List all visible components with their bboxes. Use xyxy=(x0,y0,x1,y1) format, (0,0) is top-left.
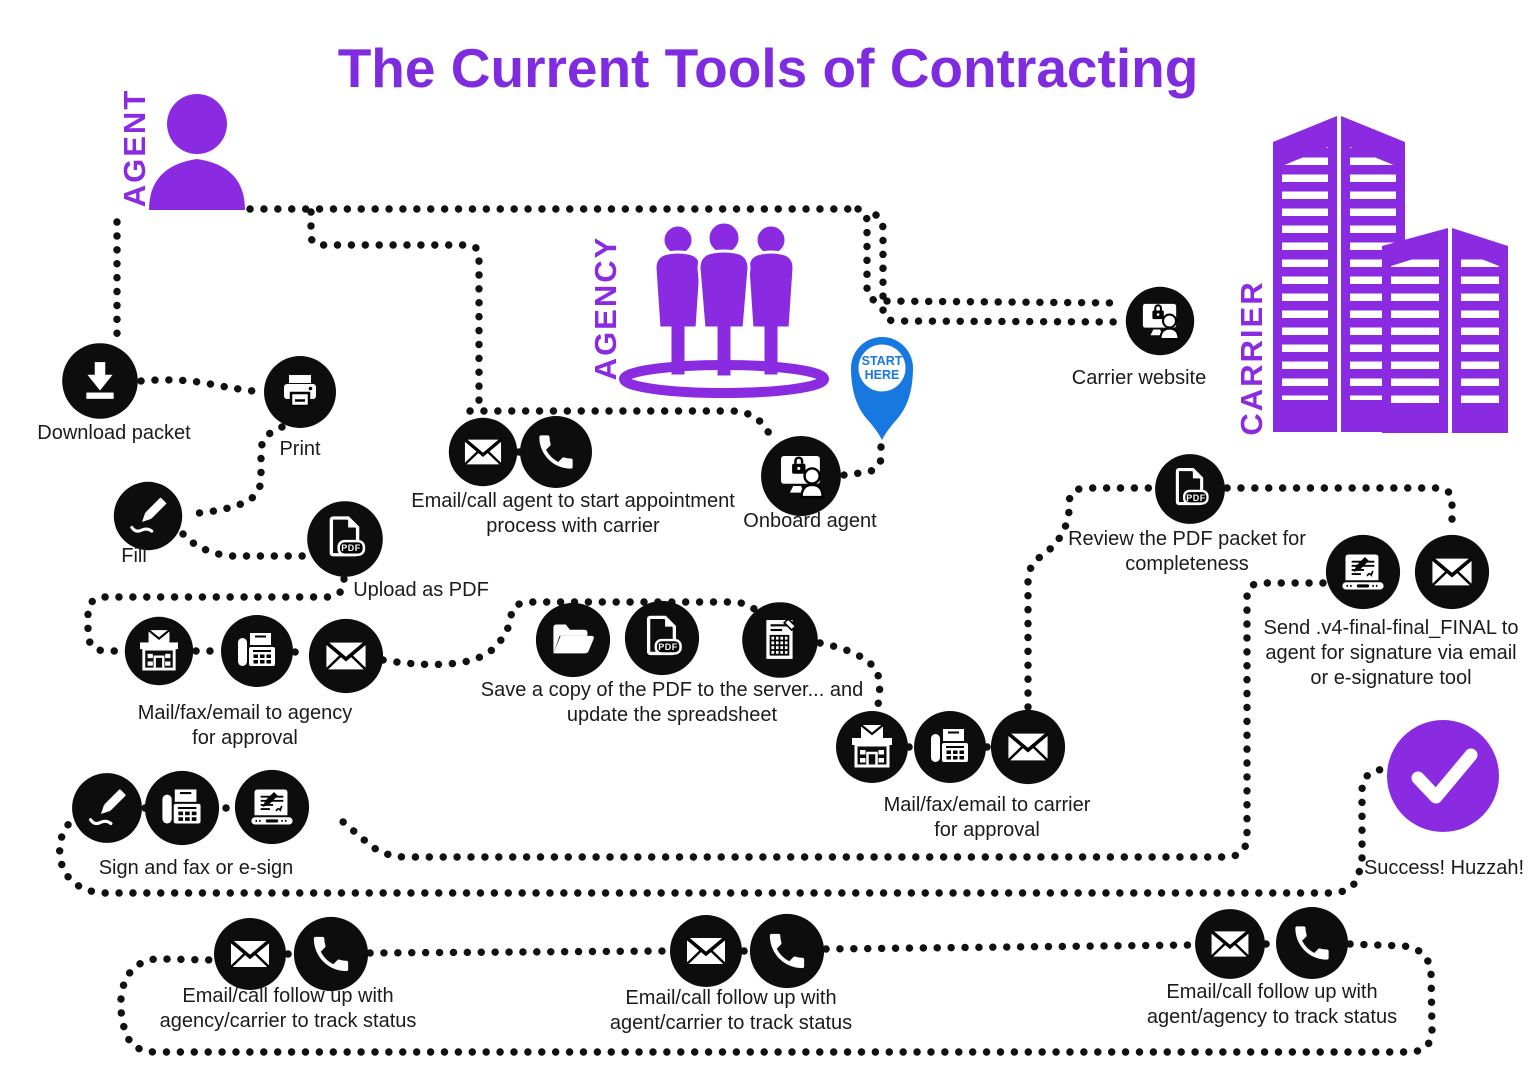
step-label-success: Success! Huzzah! xyxy=(1363,857,1525,879)
pdf-badge-label: PDF xyxy=(341,543,361,553)
post-office-icon xyxy=(124,616,194,686)
step-label-mail-carrier: Mail/fax/email to carrier for approval xyxy=(883,794,1091,841)
step-label-send-final: Send .v4-final-final_FINAL to agent for … xyxy=(1263,617,1519,689)
phone-icon xyxy=(520,416,592,488)
download-icon xyxy=(62,343,138,419)
step-label-carrier-website: Carrier website xyxy=(1071,367,1207,389)
step-label-download: Download packet xyxy=(37,422,191,444)
fax-icon xyxy=(221,615,293,687)
path-mail-agency-connector-2 xyxy=(291,648,311,657)
path-follow2-to-follow3 xyxy=(822,941,1197,953)
path-to-carrier-website-back xyxy=(872,211,1127,326)
step-label-print: Print xyxy=(279,438,321,460)
pdf-badge-label: PDF xyxy=(658,642,678,652)
esign-laptop-icon xyxy=(234,769,310,845)
review-pdf-icon xyxy=(1155,454,1225,524)
path-envelope-to-save-copy xyxy=(379,598,765,669)
phone-icon xyxy=(749,913,825,989)
success-check-icon xyxy=(1387,720,1499,832)
path-fill-to-upload xyxy=(179,530,309,560)
path-email-call-agent-to-onboard xyxy=(466,407,778,445)
path-print-to-fill xyxy=(182,423,286,518)
folder-icon xyxy=(535,602,611,678)
carrier-label: CARRIER xyxy=(1234,280,1269,436)
envelope-icon xyxy=(990,709,1066,785)
printer-icon xyxy=(264,356,336,428)
agency-figure xyxy=(619,220,829,398)
step-label-upload: Upload as PDF xyxy=(353,579,489,601)
path-download-to-print xyxy=(137,376,265,396)
path-pin-to-onboard xyxy=(840,443,885,479)
fax-icon xyxy=(144,770,220,846)
step-label-save-copy: Save a copy of the PDF to the server... … xyxy=(480,679,864,726)
step-label-fill: Fill xyxy=(121,545,147,567)
agency-label: AGENCY xyxy=(588,235,623,381)
path-sheet-to-mail-carrier xyxy=(816,639,884,710)
step-label-email-call-agent: Email/call agent to start appointment pr… xyxy=(411,490,735,537)
phone-icon xyxy=(293,916,369,992)
fax-icon xyxy=(914,711,986,783)
phone-icon xyxy=(1276,907,1348,979)
pdf-badge-label: PDF xyxy=(1186,493,1206,503)
start-here-label: START HERE xyxy=(861,354,903,382)
agent-label: AGENT xyxy=(117,88,152,208)
fill-pencil-icon xyxy=(113,481,183,551)
sign-pencil-icon xyxy=(72,773,142,843)
step-label-review-pdf: Review the PDF packet for completeness xyxy=(1068,528,1306,575)
path-follow1-to-follow2 xyxy=(366,947,672,957)
step-label-follow-agent-agency: Email/call follow up with agent/agency t… xyxy=(1146,981,1398,1028)
envelope-icon xyxy=(448,417,518,487)
spreadsheet-icon xyxy=(742,602,818,678)
path-review-to-send xyxy=(1223,484,1456,535)
carrier-buildings xyxy=(1273,116,1508,433)
envelope-icon xyxy=(670,915,742,987)
agent-figure xyxy=(149,94,245,210)
upload-pdf-icon xyxy=(307,501,383,577)
envelope-icon xyxy=(308,618,384,694)
path-mail-carrier-to-review xyxy=(1024,484,1156,711)
step-label-follow-agency-carrier: Email/call follow up with agency/carrier… xyxy=(159,985,417,1032)
onboard-agent-icon xyxy=(761,436,841,516)
path-to-carrier-website-out xyxy=(854,205,1127,307)
envelope-icon xyxy=(1414,534,1490,610)
page-title: The Current Tools of Contracting xyxy=(337,37,1199,99)
envelope-icon xyxy=(1195,909,1265,979)
path-follow-loop xyxy=(117,940,1436,1056)
esign-laptop-icon xyxy=(1325,534,1401,610)
step-label-onboard: Onboard agent xyxy=(743,510,877,532)
carrier-website-icon xyxy=(1125,286,1195,356)
step-label-mail-agency: Mail/fax/email to agency for approval xyxy=(137,702,353,749)
path-upload-to-mail-agency xyxy=(84,575,348,655)
start-here-pin xyxy=(851,337,913,440)
path-sign-to-success xyxy=(56,765,1390,897)
step-label-sign: Sign and fax or e-sign xyxy=(98,857,294,879)
path-branch-to-email-call-agent xyxy=(307,208,483,411)
pdf-doc-icon xyxy=(624,600,700,676)
step-label-follow-agent-carrier: Email/call follow up with agent/carrier … xyxy=(609,987,853,1034)
path-send-to-sign xyxy=(338,579,1327,861)
post-office-icon xyxy=(836,711,908,783)
envelope-icon xyxy=(214,918,286,990)
